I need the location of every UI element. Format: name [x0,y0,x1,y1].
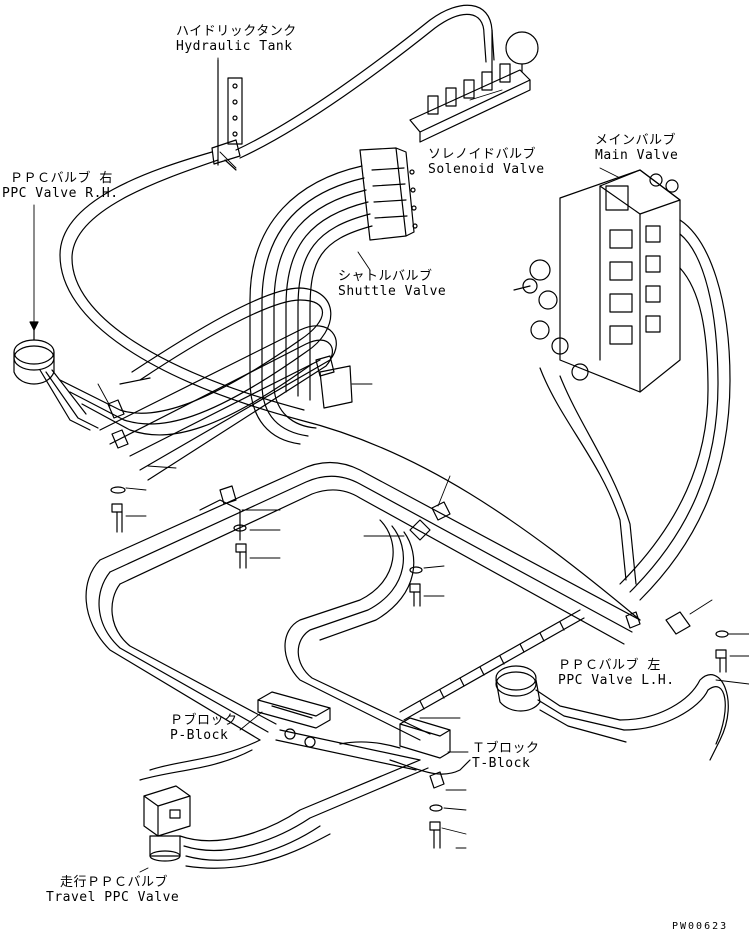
label-hydraulic-tank-jp: ハイドリックタンク [176,24,297,39]
label-main-valve: メインバルブ Main Valve [595,133,678,163]
label-shuttle-valve-jp: シャトルバルブ [338,269,433,284]
ppc-valve-rh [13,321,99,431]
t-block [389,717,471,849]
p-block [257,691,421,771]
label-p-block-en: P-Block [170,728,229,743]
label-hydraulic-tank-en: Hydraulic Tank [176,39,293,54]
clamp-bolts-left [107,377,151,533]
shuttle-hose-bundle [249,165,373,445]
central-pipe-frame [85,461,641,741]
ppc-valve-lh [495,665,729,761]
drawing-reference-number: PW00623 [672,921,729,932]
travel-ppc-valve [143,785,191,862]
tank-return-hose [59,4,641,621]
label-t-block-en: T-Block [472,756,531,771]
label-solenoid-valve-jp: ソレノイドバルブ [428,147,537,162]
ppc-rh-pipe-loop [59,287,337,481]
label-t-block: Ｔブロック T-Block [472,741,540,771]
label-ppc-valve-lh-en: PPC Valve L.H. [558,673,675,688]
clamp-bolts-right [315,355,729,673]
main-valve-block [513,169,681,393]
label-p-block-jp: Ｐブロック [170,713,238,728]
shuttle-valve-block [359,147,418,241]
label-ppc-valve-rh-en: PPC Valve R.H. [2,186,119,201]
hydraulic-tank-port [211,59,243,171]
label-solenoid-valve: ソレノイドバルブ Solenoid Valve [428,147,545,177]
label-hydraulic-tank: ハイドリックタンク Hydraulic Tank [176,24,297,54]
label-ppc-valve-rh-jp: ＰＰＣバルブ 右 [10,171,113,186]
protective-strip [399,609,585,721]
main-valve-hoses [539,219,731,601]
solenoid-valve-block [409,29,539,143]
label-solenoid-valve-en: Solenoid Valve [428,162,545,177]
label-travel-ppc-valve: 走行ＰＰＣバルブ Travel PPC Valve [46,875,179,905]
label-p-block: Ｐブロック P-Block [170,713,238,743]
leader-lines [33,57,749,873]
label-shuttle-valve-en: Shuttle Valve [338,284,447,299]
label-ppc-valve-lh-jp: ＰＰＣバルブ 左 [558,658,661,673]
middle-u-pipes [284,519,431,741]
label-ppc-valve-rh: ＰＰＣバルブ 右 PPC Valve R.H. [2,171,119,201]
label-main-valve-jp: メインバルブ [595,133,677,148]
label-ppc-valve-lh: ＰＰＣバルブ 左 PPC Valve L.H. [558,658,675,688]
travel-ppc-hoses [139,739,429,869]
label-t-block-jp: Ｔブロック [472,741,540,756]
label-shuttle-valve: シャトルバルブ Shuttle Valve [338,269,446,299]
label-travel-ppc-valve-jp: 走行ＰＰＣバルブ [60,875,169,890]
label-travel-ppc-valve-en: Travel PPC Valve [46,890,180,905]
label-main-valve-en: Main Valve [595,148,679,163]
